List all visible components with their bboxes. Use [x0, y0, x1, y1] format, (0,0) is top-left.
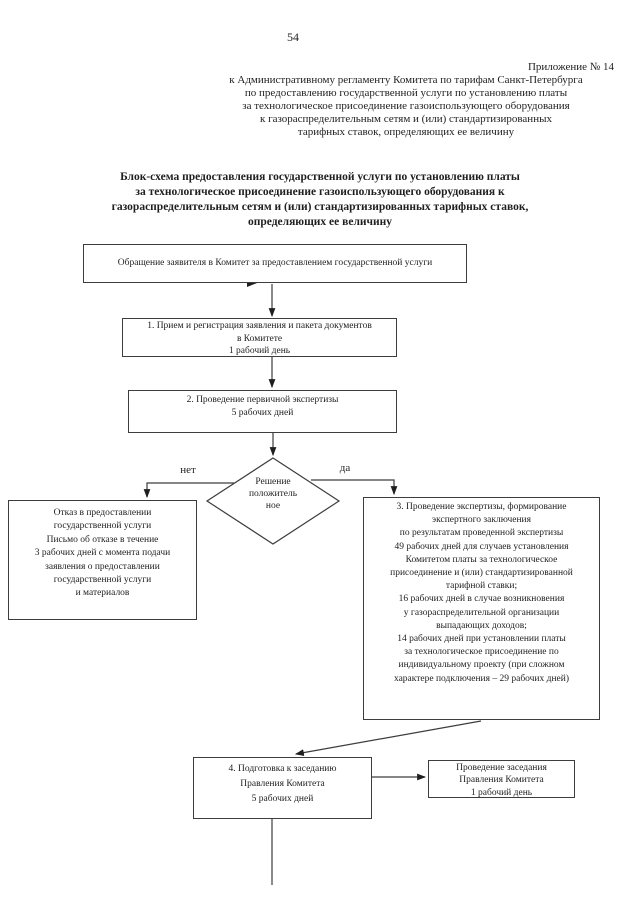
box-line: Проведение заседания	[456, 763, 547, 773]
box-line: за технологическое присоединение по	[404, 647, 559, 658]
page-number: 54	[287, 30, 299, 44]
meeting-box: Проведение заседания Правления Комитета …	[428, 760, 575, 798]
box-line: 16 рабочих дней в случае возникновения	[398, 594, 565, 605]
branch-label-yes: да	[339, 462, 351, 474]
connector-yes-branch	[311, 479, 398, 496]
title-line: Блок-схема предоставления государственно…	[120, 171, 520, 183]
box-line: 4. Подготовка к заседанию	[228, 764, 337, 774]
box-line: заявления о предоставлении	[45, 561, 160, 572]
box-line: 1. Прием и регистрация заявления и пакет…	[147, 321, 372, 331]
box-line: у газораспределительной организации	[403, 607, 560, 618]
title-line: газораспределительным сетям и (или) стан…	[111, 201, 529, 213]
decision-line: Решение	[255, 477, 291, 487]
box-line: Правления Комитета	[459, 775, 544, 786]
decision-diamond	[205, 457, 341, 545]
box-line: 2. Проведение первичной экспертизы	[186, 395, 339, 405]
box-line: выпадающих доходов;	[436, 620, 527, 631]
box-line: 14 рабочих дней при установлении платы	[397, 634, 566, 645]
box-line: и материалов	[75, 588, 130, 599]
flowchart-title: Блок-схема предоставления государственно…	[40, 170, 600, 230]
box-line: 5 рабочих дней	[231, 408, 294, 418]
request-box: Обращение заявителя в Комитет за предост…	[83, 244, 467, 283]
annotation-line: тарифных ставок, определяющих ее величин…	[297, 126, 515, 138]
step1-reception-box: 1. Прием и регистрация заявления и пакет…	[122, 318, 397, 357]
box-line: Правления Комитета	[240, 779, 325, 789]
box-line: характере подключения – 29 рабочих дней)	[393, 673, 570, 684]
annotation-line: к газораспределительным сетям и (или) ст…	[260, 113, 552, 125]
step2-primary-expertise-box: 2. Проведение первичной экспертизы 5 раб…	[128, 390, 397, 433]
connector-step3-step4	[294, 720, 482, 756]
decision-label: Решение положитель ное	[213, 476, 333, 512]
box-line: государственной услуги	[53, 575, 152, 586]
box-line: Комитетом платы за технологическое	[405, 554, 558, 565]
box-line: по результатам проведенной экспертизы	[399, 528, 564, 539]
box-line: тарифной ставки;	[445, 581, 518, 592]
box-line: 3 рабочих дней с момента подачи	[34, 548, 171, 559]
box-line: Обращение заявителя в Комитет за предост…	[117, 258, 433, 268]
branch-label-no: нет	[180, 464, 196, 476]
title-line: за технологическое присоединение газоисп…	[135, 186, 505, 198]
box-line: 5 рабочих дней	[251, 794, 314, 804]
box-line: индивидуальному проекту (при сложном	[398, 660, 565, 671]
box-line: Отказ в предоставлении	[53, 508, 152, 518]
annotation-line: за технологическое присоединение газоисп…	[242, 100, 570, 112]
refusal-box: Отказ в предоставлении государственной у…	[8, 500, 197, 620]
box-line: государственной услуги	[53, 521, 152, 532]
decision-line: положитель	[248, 489, 298, 499]
connector-no-branch	[143, 482, 234, 499]
decision-line: ное	[265, 501, 281, 511]
annotation-line: по предоставлению государственной услуги…	[244, 87, 568, 99]
box-line: 1 рабочий день	[470, 787, 533, 798]
step4-preparation-box: 4. Подготовка к заседанию Правления Коми…	[193, 757, 372, 819]
box-line: 3. Проведение экспертизы, формирование	[396, 502, 567, 512]
annotation-line: к Административному регламенту Комитета …	[229, 74, 583, 86]
box-line: 1 рабочий день	[228, 346, 291, 356]
appendix-number: Приложение № 14	[527, 61, 614, 73]
box-line: Письмо об отказе в течение	[46, 534, 159, 545]
title-line: определяющих ее величину	[247, 216, 393, 228]
appendix-annotation: Приложение № 14 к Административному регл…	[198, 61, 614, 139]
box-line: присоединение и (или) стандартизированно…	[390, 568, 573, 579]
box-line: экспертного заключения	[432, 515, 531, 526]
step3-expertise-box: 3. Проведение экспертизы, формирование э…	[363, 497, 600, 720]
box-line: в Комитете	[236, 333, 283, 344]
box-line: 49 рабочих дней для случаев установления	[394, 541, 569, 552]
